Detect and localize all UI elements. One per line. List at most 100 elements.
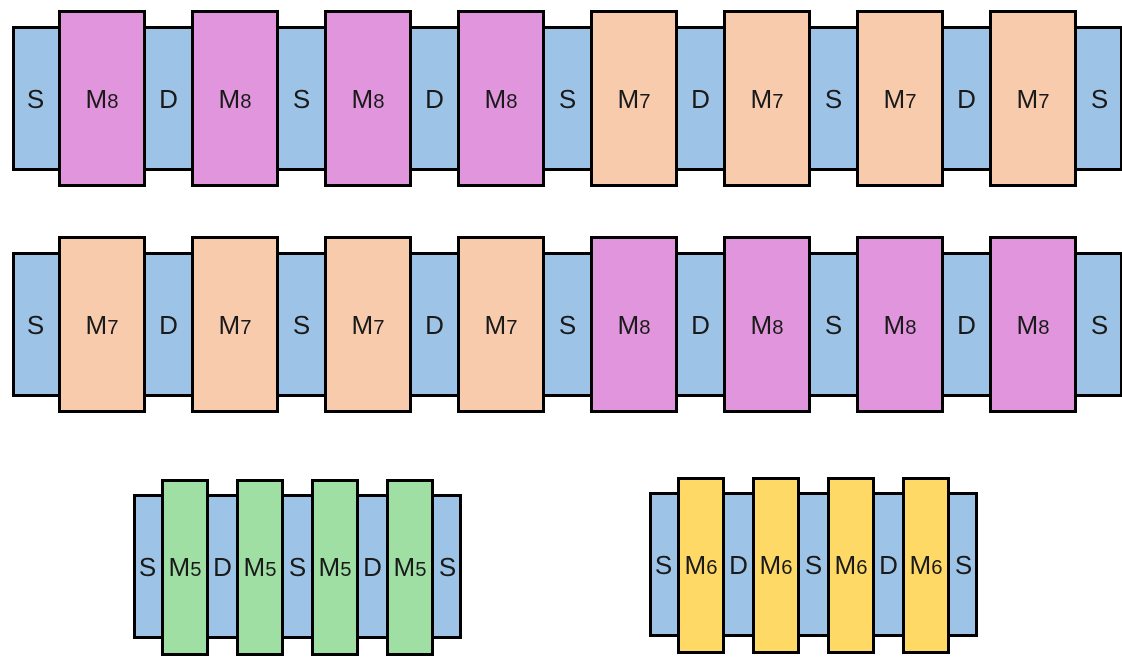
block-label: M7 xyxy=(1017,85,1050,111)
block-label: M7 xyxy=(485,311,518,337)
block-label: M8 xyxy=(86,85,119,111)
spacer-label-s: S xyxy=(954,549,973,580)
repeat-block-m7 xyxy=(324,236,412,413)
repeat-block-m7 xyxy=(856,10,944,187)
spacer-label-d: D xyxy=(691,309,710,340)
repeat-block-m6 xyxy=(752,477,800,654)
block-label-base: M xyxy=(484,83,507,114)
repeat-block-m5 xyxy=(311,479,359,656)
spacer-label-d: D xyxy=(363,551,382,582)
block-label: M7 xyxy=(751,85,784,111)
repeat-block-m7 xyxy=(58,236,146,413)
block-label: M8 xyxy=(352,85,385,111)
block-label: M5 xyxy=(169,553,202,579)
block-label-base: M xyxy=(243,551,266,582)
block-label-base: M xyxy=(85,83,108,114)
repeat-block-m8 xyxy=(856,236,944,413)
repeat-block-m7 xyxy=(590,10,678,187)
block-label-subscript: 7 xyxy=(772,90,784,113)
block-label: M7 xyxy=(86,311,119,337)
block-label-subscript: 6 xyxy=(781,556,793,579)
block-label-subscript: 8 xyxy=(240,90,252,113)
block-label: M8 xyxy=(751,311,784,337)
block-label-base: M xyxy=(759,549,782,580)
block-label-subscript: 8 xyxy=(373,90,385,113)
repeat-block-m7 xyxy=(989,10,1077,187)
block-label-subscript: 6 xyxy=(706,556,718,579)
spacer-label-d: D xyxy=(957,309,976,340)
block-label-subscript: 8 xyxy=(639,316,651,339)
block-label-base: M xyxy=(218,309,241,340)
repeat-block-m8 xyxy=(723,236,811,413)
spacer-label-d: D xyxy=(957,83,976,114)
block-label-base: M xyxy=(834,549,857,580)
spacer-label-d: D xyxy=(729,549,748,580)
block-label-subscript: 8 xyxy=(905,316,917,339)
block-label-subscript: 5 xyxy=(415,558,427,581)
block-label-base: M xyxy=(1016,83,1039,114)
block-label-base: M xyxy=(1016,309,1039,340)
block-label: M5 xyxy=(244,553,277,579)
block-label: M5 xyxy=(394,553,427,579)
block-label-base: M xyxy=(684,549,707,580)
repeat-block-m5 xyxy=(236,479,284,656)
spacer-label-d: D xyxy=(691,83,710,114)
block-label: M6 xyxy=(910,551,943,577)
block-label: M7 xyxy=(618,85,651,111)
block-label: M6 xyxy=(760,551,793,577)
spacer-label-s: S xyxy=(558,83,577,114)
block-label-base: M xyxy=(351,83,374,114)
spacer-label-s: S xyxy=(138,551,157,582)
spacer-label-s: S xyxy=(804,549,823,580)
spacer-label-d: D xyxy=(213,551,232,582)
block-label-base: M xyxy=(750,309,773,340)
spacer-label-d: D xyxy=(159,83,178,114)
spacer-label-s: S xyxy=(824,83,843,114)
block-label: M6 xyxy=(835,551,868,577)
repeat-block-m7 xyxy=(723,10,811,187)
block-label: M7 xyxy=(219,311,252,337)
repeat-block-m6 xyxy=(827,477,875,654)
spacer-label-s: S xyxy=(558,309,577,340)
block-label-subscript: 5 xyxy=(190,558,202,581)
block-label-subscript: 7 xyxy=(240,316,252,339)
repeat-block-m7 xyxy=(457,236,545,413)
block-label: M8 xyxy=(485,85,518,111)
block-label: M6 xyxy=(685,551,718,577)
block-label: M8 xyxy=(1017,311,1050,337)
block-label-subscript: 8 xyxy=(506,90,518,113)
block-label-subscript: 7 xyxy=(107,316,119,339)
block-label: M5 xyxy=(319,553,352,579)
block-label-subscript: 5 xyxy=(340,558,352,581)
block-label-subscript: 6 xyxy=(931,556,943,579)
block-label-subscript: 7 xyxy=(1038,90,1050,113)
spacer-label-s: S xyxy=(292,83,311,114)
repeat-block-m8 xyxy=(58,10,146,187)
spacer-label-s: S xyxy=(438,551,457,582)
spacer-label-s: S xyxy=(824,309,843,340)
block-label-subscript: 6 xyxy=(856,556,868,579)
repeat-block-m8 xyxy=(457,10,545,187)
block-label: M8 xyxy=(884,311,917,337)
block-label-base: M xyxy=(617,83,640,114)
block-label: M8 xyxy=(618,311,651,337)
block-label-base: M xyxy=(883,309,906,340)
block-label-base: M xyxy=(750,83,773,114)
block-label-base: M xyxy=(883,83,906,114)
block-label-base: M xyxy=(909,549,932,580)
block-label-subscript: 7 xyxy=(639,90,651,113)
repeat-block-m6 xyxy=(677,477,725,654)
block-label-subscript: 8 xyxy=(1038,316,1050,339)
block-label-base: M xyxy=(393,551,416,582)
block-label-base: M xyxy=(617,309,640,340)
block-label-base: M xyxy=(218,83,241,114)
block-label-subscript: 8 xyxy=(772,316,784,339)
spacer-label-s: S xyxy=(292,309,311,340)
repeat-block-m8 xyxy=(989,236,1077,413)
repeat-block-m6 xyxy=(902,477,950,654)
repeat-block-m8 xyxy=(590,236,678,413)
block-label-subscript: 8 xyxy=(107,90,119,113)
block-label-subscript: 7 xyxy=(506,316,518,339)
block-label-base: M xyxy=(85,309,108,340)
